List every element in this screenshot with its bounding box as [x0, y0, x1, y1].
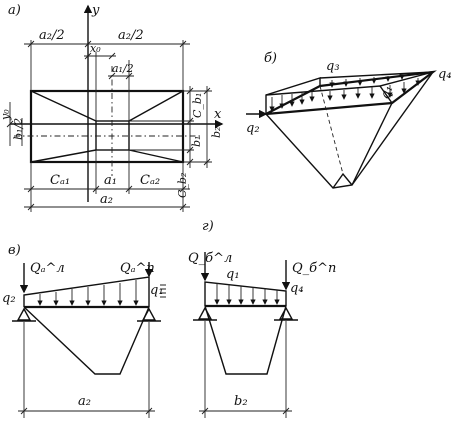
dim-a2-v: a₂ — [78, 394, 91, 409]
load-arrows-b — [269, 74, 421, 112]
label-q4-b: q₄ — [438, 67, 452, 82]
label-q3-b: q₃ — [326, 59, 340, 74]
dim-b1-half: b₁/2 — [12, 118, 25, 140]
label-qa-right: Qₐ^п — [120, 261, 155, 276]
hip-line-4 — [128, 149, 184, 163]
dim-b1: b₁ — [190, 136, 203, 147]
label-q1-b: q₁ — [378, 84, 397, 102]
plan-view: а) y x a₂/2 a₂/2 x₀ a₁/2 — [0, 3, 224, 212]
dim-ca2: Cₐ₂ — [140, 173, 160, 188]
load-diagram-q2-q3-left — [265, 77, 321, 114]
section-v-load-arrows — [37, 280, 139, 306]
hopper-outlet — [332, 172, 353, 189]
load-line-q4 — [379, 71, 434, 87]
dim-a1: a₁ — [104, 173, 117, 188]
label-qb-left: Q_б^л — [188, 251, 232, 266]
axonometric-view: б) — [246, 51, 452, 189]
dim-cb2: C_b₂ — [176, 173, 189, 198]
hip-line-2 — [128, 90, 184, 122]
panel-label-b: б) — [264, 51, 277, 66]
dim-b2: b₂ — [210, 127, 223, 138]
x-axis-label: x — [214, 107, 222, 122]
section-g-load-diagram — [204, 281, 287, 306]
section-v-hopper — [23, 306, 150, 375]
hopper-body-front — [265, 102, 393, 189]
panel-label-v: в) — [8, 243, 21, 258]
load-line-q3 — [319, 71, 434, 79]
panel-label-a: а) — [8, 3, 21, 18]
label-q4-g: q₄ — [290, 281, 304, 296]
dim-x0: x₀ — [90, 42, 101, 55]
dim-b2-g: b₂ — [234, 394, 248, 409]
y-axis-label: y — [91, 3, 100, 18]
dim-cb1: C_b₁ — [191, 93, 204, 118]
section-v: в) Qₐ^л Qₐ^п q₂ q₁ a₂ — [2, 243, 166, 418]
hopper-hidden-edge — [319, 85, 344, 175]
label-q1-v: q₁ — [150, 283, 164, 298]
label-qa-left: Qₐ^л — [30, 261, 65, 276]
section-g-load-arrows — [214, 283, 280, 305]
support-pin-right-g — [278, 306, 294, 320]
dim-y0: y₀ — [0, 109, 12, 121]
dim-a1-half: a₁/2 — [112, 62, 134, 75]
hip-line-3 — [30, 149, 97, 163]
label-q2-v: q₂ — [2, 291, 16, 306]
section-v-load-diagram — [23, 276, 150, 307]
panel-label-g: г) — [202, 219, 214, 234]
label-q2-b: q₂ — [246, 121, 260, 136]
fixed-hatch — [160, 284, 166, 298]
hip-line-1 — [30, 90, 97, 122]
dim-ca1: Cₐ₁ — [50, 173, 70, 188]
dim-a2-half-left: a₂/2 — [39, 28, 65, 43]
label-q1-g: q₁ — [226, 267, 240, 282]
dim-a2: a₂ — [100, 192, 113, 207]
section-g: г) Q_б^л Q_б^п q₁ q₄ b₂ — [188, 219, 336, 418]
section-g-hopper — [204, 305, 287, 375]
label-qb-right: Q_б^п — [292, 261, 336, 276]
dim-a2-half-right: a₂/2 — [118, 28, 144, 43]
support-pin-left — [16, 307, 32, 321]
hopper-outer-outline — [29, 89, 185, 164]
hopper-outlet-outline — [95, 120, 130, 151]
hopper-edge-right — [351, 71, 434, 186]
